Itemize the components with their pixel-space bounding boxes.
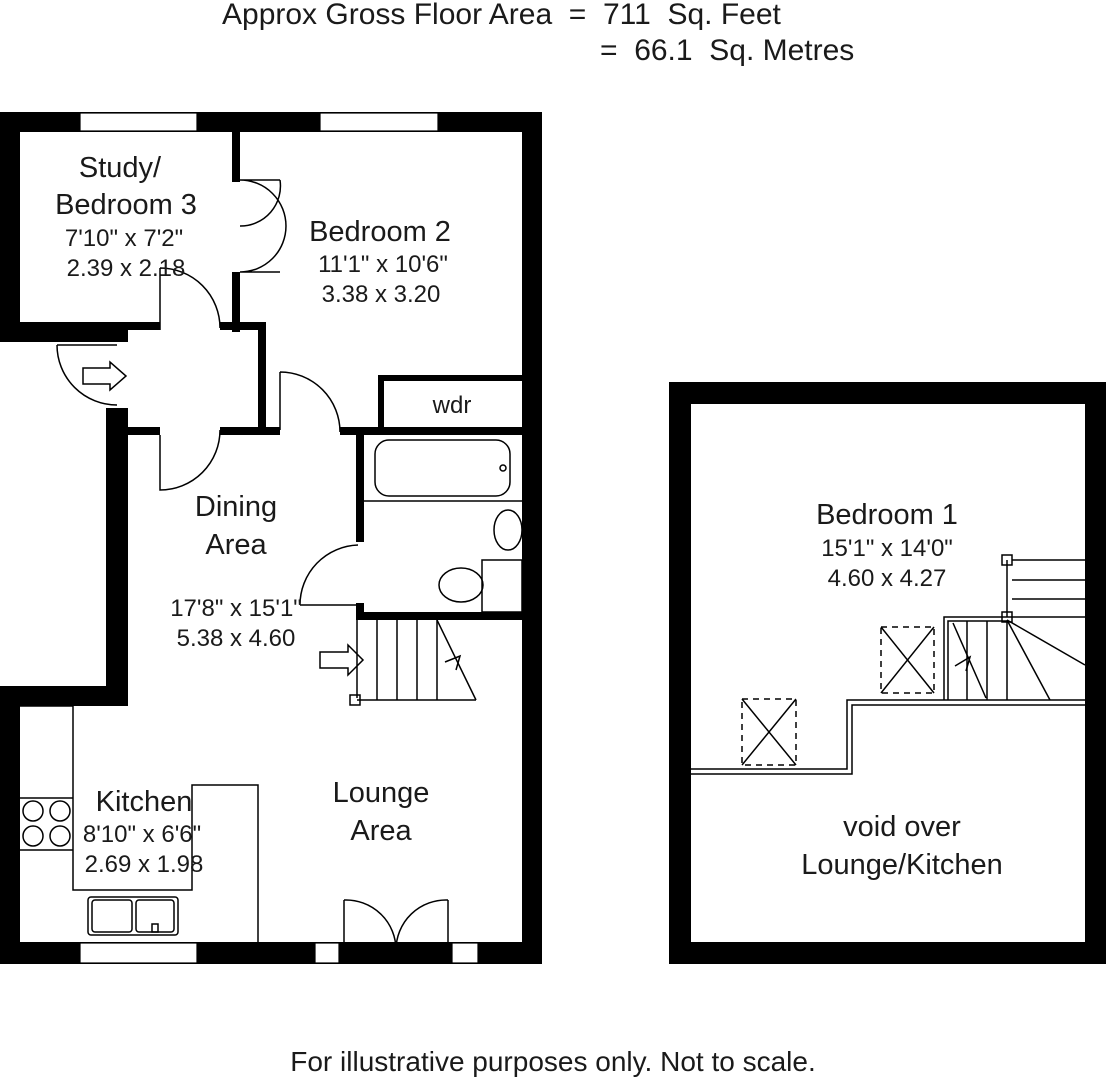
skylight-icon — [741, 698, 797, 766]
stairs-icon — [952, 554, 1086, 701]
dining-name-1: Dining — [195, 491, 277, 523]
hob-icon — [22, 800, 71, 847]
gross-area-sqft: Approx Gross Floor Area = 711 Sq. Feet — [222, 0, 781, 31]
lounge-name-2: Area — [350, 815, 412, 847]
study-name-1: Study/ — [79, 152, 162, 184]
kitchen-name: Kitchen — [96, 786, 193, 818]
wardrobe-label: wdr — [432, 392, 472, 419]
void-label-2: Lounge/Kitchen — [801, 849, 1003, 881]
kitchen-dim-imperial: 8'10" x 6'6" — [83, 821, 201, 848]
bedroom1-name: Bedroom 1 — [816, 499, 958, 531]
lounge-name-1: Lounge — [333, 777, 430, 809]
bedroom2-dim-imperial: 11'1" x 10'6" — [318, 251, 448, 278]
bedroom2-name: Bedroom 2 — [309, 216, 451, 248]
stairs-icon — [349, 619, 477, 706]
bedroom1-dim-imperial: 15'1" x 14'0" — [821, 535, 953, 562]
kitchen-dim-metric: 2.69 x 1.98 — [85, 851, 204, 878]
void-label-1: void over — [843, 811, 961, 843]
study-name-2: Bedroom 3 — [55, 189, 197, 221]
dining-dim-metric: 5.38 x 4.60 — [177, 625, 296, 652]
first-floor-plan: Bedroom 1 15'1" x 14'0" 4.60 x 4.27 void… — [669, 382, 1106, 964]
study-dim-imperial: 7'10" x 7'2" — [65, 225, 183, 252]
skylight-icon — [880, 626, 935, 694]
dining-name-2: Area — [205, 529, 267, 561]
sink-icon — [87, 896, 179, 936]
disclaimer: For illustrative purposes only. Not to s… — [290, 1046, 816, 1077]
bedroom1-dim-metric: 4.60 x 4.27 — [828, 565, 947, 592]
toilet-icon — [438, 567, 484, 603]
gross-area-sqm: = 66.1 Sq. Metres — [600, 34, 855, 67]
study-dim-metric: 2.39 x 2.18 — [67, 255, 186, 282]
dining-dim-imperial: 17'8" x 15'1" — [170, 595, 302, 622]
bedroom2-dim-metric: 3.38 x 3.20 — [322, 281, 441, 308]
stairs-arrow-icon — [319, 643, 365, 677]
basin-icon — [493, 509, 523, 551]
ground-floor-plan: Study/ Bedroom 3 7'10" x 7'2" 2.39 x 2.1… — [0, 112, 542, 964]
bath-icon — [374, 439, 511, 497]
entrance-arrow-icon — [82, 360, 128, 392]
